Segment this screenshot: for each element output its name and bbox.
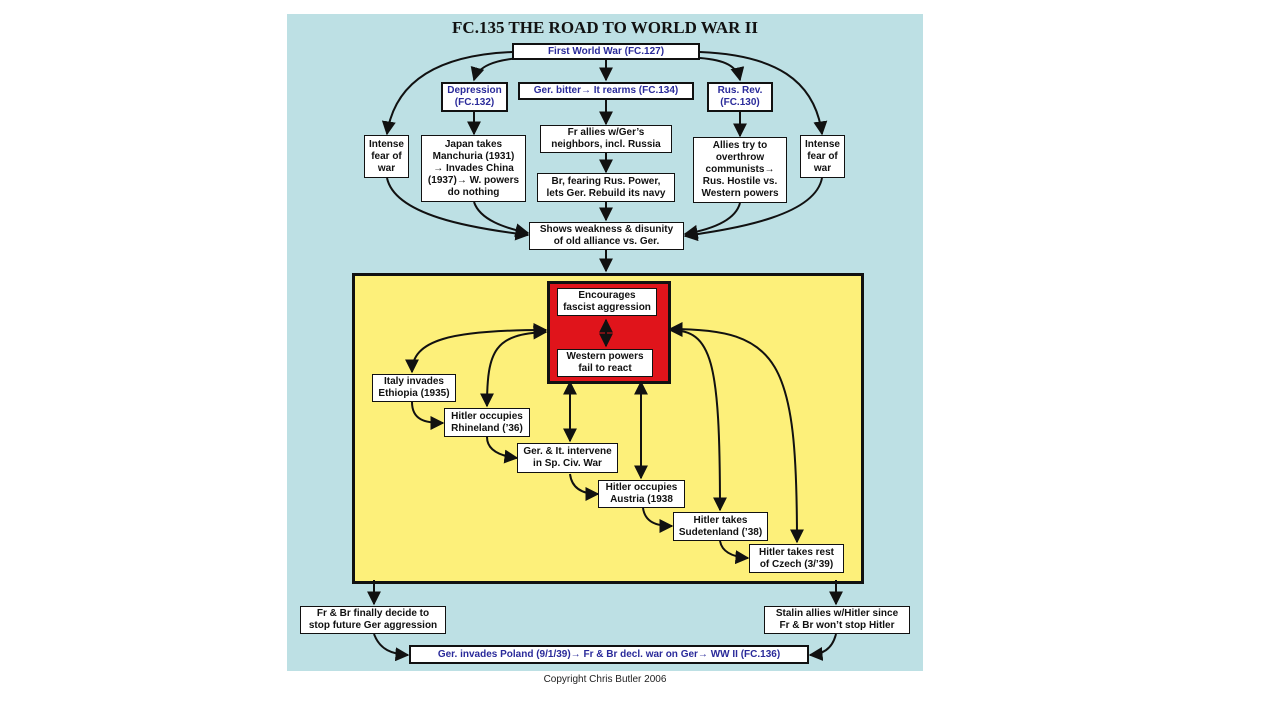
node-allies-try: Allies try to overthrow communists→ Rus.… xyxy=(693,137,787,203)
node-rhineland: Hitler occupies Rhineland (’36) xyxy=(444,408,530,437)
arrow xyxy=(480,325,548,408)
arrow xyxy=(405,323,548,374)
arrow xyxy=(719,540,750,565)
node-fear-of-war-left: Intense fear of war xyxy=(364,135,409,178)
node-encourages-aggression: Encourages fascist aggression xyxy=(557,288,657,316)
page-title: FC.135 THE ROAD TO WORLD WAR II xyxy=(452,18,758,37)
node-fear-of-war-right: Intense fear of war xyxy=(800,135,845,178)
node-weakness-disunity: Shows weakness & disunity of old allianc… xyxy=(529,222,684,250)
arrow xyxy=(411,401,445,430)
node-britain-fearing: Br, fearing Rus. Power, lets Ger. Rebuil… xyxy=(537,173,675,202)
arrow xyxy=(470,57,521,82)
node-france-allies: Fr allies w/Ger’s neighbors, incl. Russi… xyxy=(540,125,672,153)
node-russian-revolution: Rus. Rev. (FC.130) xyxy=(707,82,773,112)
arrow xyxy=(683,177,823,242)
arrow xyxy=(381,51,513,136)
node-western-powers-fail: Western powers fail to react xyxy=(557,349,653,377)
node-first-world-war: First World War (FC.127) xyxy=(512,43,700,60)
arrow xyxy=(386,177,530,241)
arrow xyxy=(808,633,837,661)
node-spanish-civil-war: Ger. & It. intervene in Sp. Civ. War xyxy=(517,443,618,473)
arrow xyxy=(642,507,674,533)
node-france-britain-decide: Fr & Br finally decide to stop future Ge… xyxy=(300,606,446,634)
arrow xyxy=(473,201,530,238)
node-sudetenland: Hitler takes Sudetenland (’38) xyxy=(673,512,768,541)
arrow xyxy=(668,322,804,544)
node-stalin-allies: Stalin allies w/Hitler since Fr & Br won… xyxy=(764,606,910,634)
node-czech: Hitler takes rest of Czech (3/’39) xyxy=(749,544,844,573)
node-italy-ethiopia: Italy invades Ethiopia (1935) xyxy=(372,374,456,402)
arrow xyxy=(486,436,519,464)
node-japan-manchuria: Japan takes Manchuria (1931) → Invades C… xyxy=(421,135,526,202)
arrow xyxy=(699,57,745,82)
node-germany-bitter: Ger. bitter→ It rearms (FC.134) xyxy=(518,82,694,100)
node-depression: Depression (FC.132) xyxy=(441,82,508,112)
arrow xyxy=(683,202,741,239)
arrow xyxy=(569,473,600,501)
arrow xyxy=(373,633,410,662)
node-poland-ww2: Ger. invades Poland (9/1/39)→ Fr & Br de… xyxy=(409,645,809,664)
arrow xyxy=(699,51,828,136)
copyright: Copyright Chris Butler 2006 xyxy=(543,674,667,685)
node-austria: Hitler occupies Austria (1938 xyxy=(598,480,685,508)
